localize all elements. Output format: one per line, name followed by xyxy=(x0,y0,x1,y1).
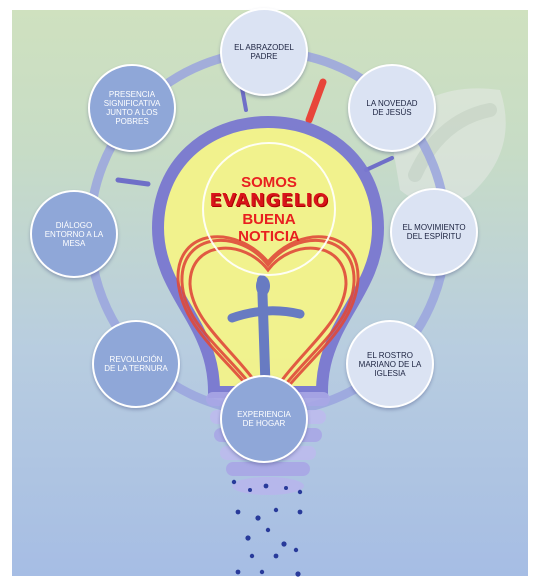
node-label: EL MOVIMIENTO DEL ESPÍRITU xyxy=(402,223,466,241)
node-experiencia-de-hogar: EXPERIENCIA DE HOGAR xyxy=(220,375,308,463)
node-abrazo-del-padre: EL ABRAZODEL PADRE xyxy=(220,8,308,96)
center-title-line-1: SOMOS xyxy=(241,173,297,191)
light-rays xyxy=(115,78,394,187)
node-label: REVOLUCIÓN DE LA TERNURA xyxy=(104,355,168,373)
node-revolucion-de-la-ternura: REVOLUCIÓN DE LA TERNURA xyxy=(92,320,180,408)
center-title-line-3: BUENA xyxy=(242,210,296,228)
node-dialogo-entorno-a-la-mesa: DIÁLOGO ENTORNO A LA MESA xyxy=(30,190,118,278)
center-title: SOMOS EVANGELIO BUENA NOTICIA xyxy=(202,142,336,276)
node-presencia-junto-a-los-pobres: PRESENCIA SIGNIFICATIVA JUNTO A LOS POBR… xyxy=(88,64,176,152)
node-label: DIÁLOGO ENTORNO A LA MESA xyxy=(44,220,104,248)
node-label: LA NOVEDAD DE JESÚS xyxy=(366,99,418,117)
node-label: EL ABRAZODEL PADRE xyxy=(234,43,294,61)
node-rostro-mariano: EL ROSTRO MARIANO DE LA IGLESIA xyxy=(346,320,434,408)
node-novedad-de-jesus: LA NOVEDAD DE JESÚS xyxy=(348,64,436,152)
node-movimiento-del-espiritu: EL MOVIMIENTO DEL ESPÍRITU xyxy=(390,188,478,276)
center-title-line-4: NOTICIA xyxy=(238,227,300,245)
falling-dots xyxy=(231,479,303,577)
node-label: PRESENCIA SIGNIFICATIVA JUNTO A LOS POBR… xyxy=(103,90,161,126)
node-label: EXPERIENCIA DE HOGAR xyxy=(237,410,291,428)
center-title-line-2: EVANGELIO xyxy=(209,189,329,211)
node-label: EL ROSTRO MARIANO DE LA IGLESIA xyxy=(358,350,422,378)
